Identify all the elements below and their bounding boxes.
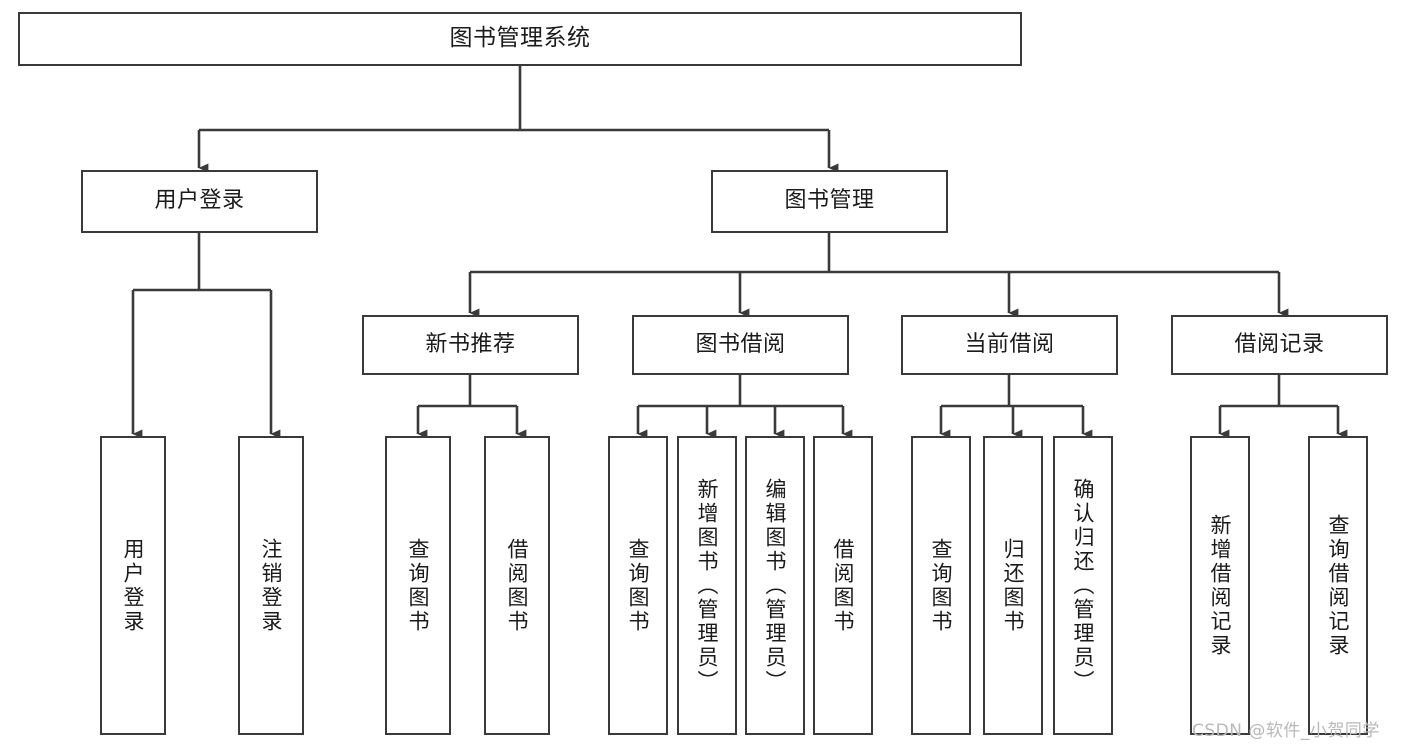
node-leaf-label: 查询借阅记录 (1326, 513, 1351, 658)
node-leaf-label: 用户登录 (121, 537, 146, 634)
node-leaf-query-book-3[interactable]: 查询图书 (911, 436, 971, 735)
node-book-management[interactable]: 图书管理 (711, 170, 948, 233)
node-current-borrow-label: 当前借阅 (964, 331, 1055, 357)
node-leaf-query-book-1[interactable]: 查询图书 (385, 436, 451, 735)
node-leaf-label: 新增图书（管理员） (695, 477, 720, 694)
node-book-management-label: 图书管理 (784, 188, 875, 214)
node-leaf-label: 新增借阅记录 (1208, 513, 1233, 658)
node-leaf-label: 编辑图书（管理员） (763, 477, 788, 694)
node-book-borrow-label: 图书借阅 (695, 331, 786, 357)
node-leaf-label: 查询图书 (406, 537, 431, 634)
node-leaf-label: 查询图书 (929, 537, 954, 634)
node-user-login[interactable]: 用户登录 (81, 170, 318, 233)
connector-lines (131, 66, 1348, 439)
node-book-borrow[interactable]: 图书借阅 (632, 315, 849, 375)
node-leaf-query-borrow-record[interactable]: 查询借阅记录 (1308, 436, 1368, 735)
node-leaf-label: 查询图书 (626, 537, 651, 634)
node-new-book-recommend[interactable]: 新书推荐 (362, 315, 579, 375)
node-new-book-recommend-label: 新书推荐 (425, 331, 516, 357)
node-user-login-label: 用户登录 (154, 188, 245, 214)
node-leaf-label: 借阅图书 (831, 537, 856, 634)
node-leaf-add-book-admin[interactable]: 新增图书（管理员） (677, 436, 737, 735)
node-root-label: 图书管理系统 (449, 25, 591, 52)
node-leaf-label: 确认归还（管理员） (1071, 477, 1096, 694)
node-root-system[interactable]: 图书管理系统 (18, 12, 1022, 66)
node-leaf-edit-book-admin[interactable]: 编辑图书（管理员） (745, 436, 805, 735)
node-leaf-logout[interactable]: 注销登录 (238, 436, 304, 735)
node-leaf-user-login[interactable]: 用户登录 (100, 436, 166, 735)
node-leaf-add-borrow-record[interactable]: 新增借阅记录 (1190, 436, 1250, 735)
node-leaf-borrow-book-2[interactable]: 借阅图书 (813, 436, 873, 735)
node-borrow-record[interactable]: 借阅记录 (1171, 315, 1388, 375)
node-leaf-borrow-book-1[interactable]: 借阅图书 (484, 436, 550, 735)
node-leaf-label: 归还图书 (1001, 537, 1026, 634)
node-leaf-label: 借阅图书 (505, 537, 530, 634)
node-leaf-label: 注销登录 (259, 537, 284, 634)
node-leaf-confirm-return-admin[interactable]: 确认归还（管理员） (1053, 436, 1113, 735)
node-borrow-record-label: 借阅记录 (1234, 331, 1325, 357)
node-leaf-return-book[interactable]: 归还图书 (983, 436, 1043, 735)
node-leaf-query-book-2[interactable]: 查询图书 (608, 436, 668, 735)
node-current-borrow[interactable]: 当前借阅 (901, 315, 1118, 375)
